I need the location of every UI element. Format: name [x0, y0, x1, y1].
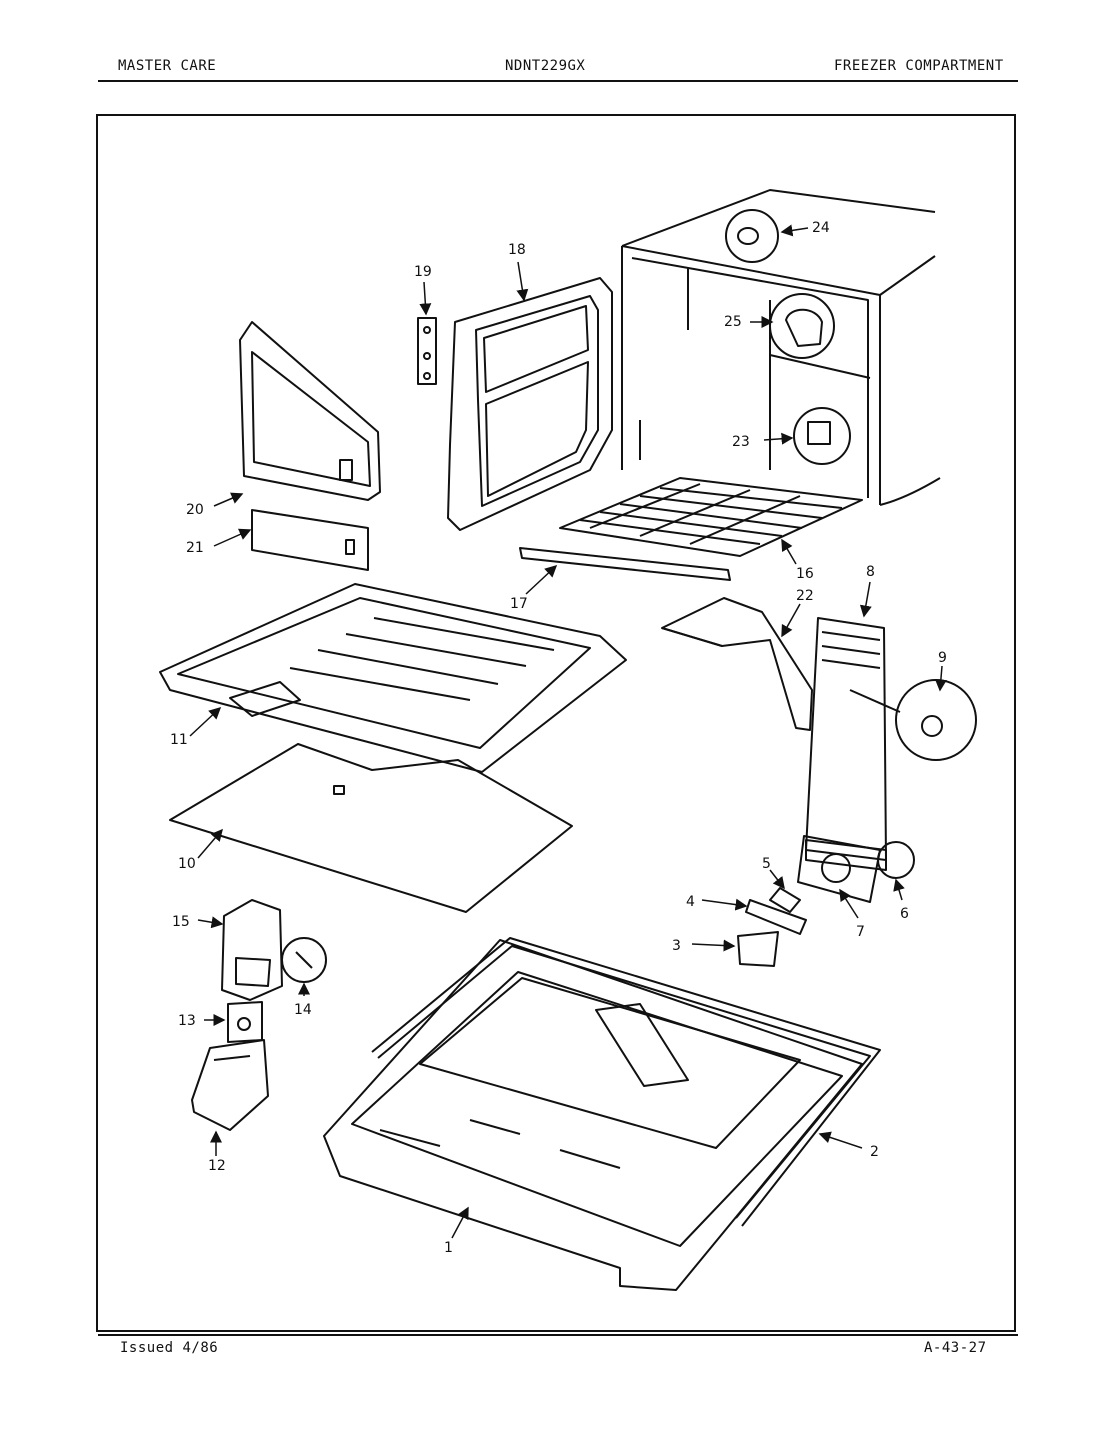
damper-control-detail	[793, 407, 851, 465]
callout-11: 11	[170, 732, 188, 748]
callout-25: 25	[724, 314, 742, 330]
callout-18: 18	[508, 242, 526, 258]
callout-20: 20	[186, 502, 204, 518]
insulation-sheet	[169, 743, 573, 913]
callout-9: 9	[938, 650, 947, 666]
callout-16: 16	[796, 566, 814, 582]
footer-issue-date: Issued 4/86	[120, 1340, 219, 1356]
callout-14: 14	[294, 1002, 312, 1018]
callout-1: 1	[444, 1240, 453, 1256]
thermostat-knob-detail	[849, 679, 977, 761]
inner-door-panel	[447, 277, 613, 531]
footer-rule	[98, 1334, 1018, 1336]
light-bulb-detail	[769, 293, 835, 359]
door-gasket	[371, 937, 881, 1227]
callout-24: 24	[812, 220, 830, 236]
control-cover	[251, 509, 369, 571]
callout-22: 22	[796, 588, 814, 604]
callout-19: 19	[414, 264, 432, 280]
callout-4: 4	[686, 894, 695, 910]
control-housing	[239, 321, 381, 501]
callout-15: 15	[172, 914, 190, 930]
callout-8: 8	[866, 564, 875, 580]
shelf-rail	[519, 547, 731, 581]
callout-5: 5	[762, 856, 771, 872]
callout-17: 17	[510, 596, 528, 612]
footer-page-code: A-43-27	[924, 1340, 987, 1356]
hinge-bracket	[417, 317, 437, 385]
freezer-liner	[323, 939, 863, 1291]
ice-bucket-housing	[221, 899, 283, 1001]
callout-6: 6	[900, 906, 909, 922]
callout-numbers: 1 2 3 4 5 6 7 8 9 10 11 12 13 14 15 16 1…	[170, 220, 947, 1256]
callout-21: 21	[186, 540, 204, 556]
callout-7: 7	[856, 924, 865, 940]
freezer-floor-tray	[159, 583, 627, 773]
leader-lines	[189, 224, 947, 1239]
callout-13: 13	[178, 1013, 196, 1029]
header-model-number: NDNT229GX	[505, 58, 586, 74]
mounting-plate	[227, 1001, 263, 1043]
evaporator-cover	[805, 617, 887, 871]
header-section-title: FREEZER COMPARTMENT	[834, 58, 1004, 74]
callout-3: 3	[672, 938, 681, 954]
air-duct	[661, 597, 813, 731]
light-socket-detail	[725, 209, 779, 263]
screw-detail	[281, 937, 327, 983]
ice-bucket	[191, 1039, 269, 1131]
wire-shelf	[559, 477, 863, 557]
header-brand: MASTER CARE	[118, 58, 217, 74]
freezer-cabinet	[621, 189, 941, 506]
callout-23: 23	[732, 434, 750, 450]
callout-10: 10	[178, 856, 196, 872]
callout-12: 12	[208, 1158, 226, 1174]
diagram-frame	[96, 114, 1016, 1332]
callout-2: 2	[870, 1144, 879, 1160]
header-rule	[98, 80, 1018, 82]
